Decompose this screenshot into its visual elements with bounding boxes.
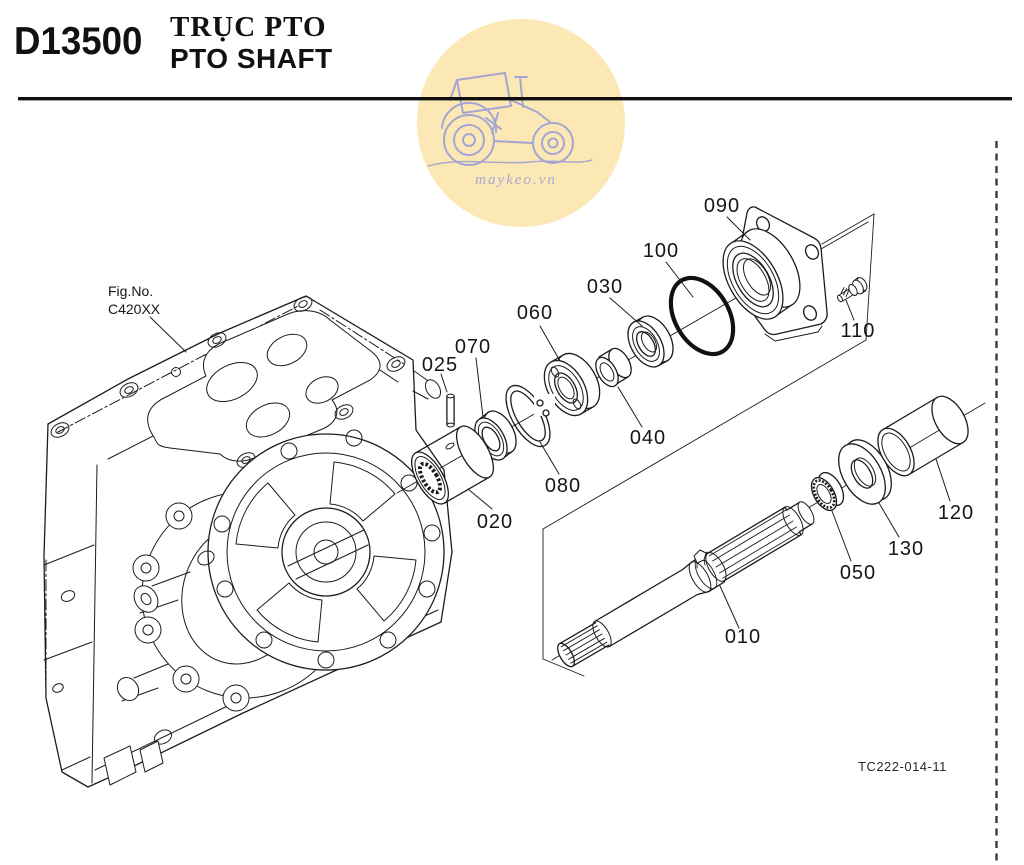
leader-lines bbox=[440, 216, 951, 629]
fig-no-label: Fig.No. bbox=[108, 283, 153, 299]
page-title-english: PTO SHAFT bbox=[170, 43, 333, 74]
part-label-030: 030 bbox=[587, 276, 623, 298]
watermark-text: maykeo.vn bbox=[475, 172, 557, 188]
flywheel-face bbox=[207, 429, 445, 671]
part-040-collar bbox=[595, 347, 632, 388]
part-label-070: 070 bbox=[455, 336, 491, 358]
watermark: maykeo.vn bbox=[417, 19, 625, 227]
part-080-snap-ring bbox=[505, 384, 555, 448]
drawing-code: TC222-014-11 bbox=[858, 759, 947, 774]
part-130-washer bbox=[838, 439, 892, 505]
part-label-090: 090 bbox=[704, 195, 740, 217]
part-label-010: 010 bbox=[725, 626, 761, 648]
part-060-bearing bbox=[543, 352, 601, 417]
part-label-100: 100 bbox=[643, 240, 679, 262]
part-label-080: 080 bbox=[545, 475, 581, 497]
group-boundary-frame bbox=[542, 213, 875, 677]
part-025-pin bbox=[446, 393, 455, 428]
tractor-sketch-icon bbox=[427, 72, 593, 167]
part-label-120: 120 bbox=[938, 502, 974, 524]
part-090-housing bbox=[722, 206, 828, 342]
part-110-bolt bbox=[837, 277, 868, 303]
fig-no-value: C420XX bbox=[108, 301, 161, 317]
part-100-o-ring bbox=[668, 275, 736, 357]
header-rule bbox=[18, 97, 1012, 101]
part-label-050: 050 bbox=[840, 562, 876, 584]
part-030-seal bbox=[627, 315, 674, 368]
part-010-shaft bbox=[557, 501, 815, 668]
part-label-025: 025 bbox=[422, 354, 458, 376]
part-020-sleeve bbox=[410, 425, 495, 505]
part-120-cover bbox=[877, 395, 969, 477]
part-label-060: 060 bbox=[517, 302, 553, 324]
watermark-circle bbox=[417, 19, 625, 227]
rim-bolt-holes bbox=[50, 296, 406, 468]
part-050-ring bbox=[810, 471, 845, 512]
part-label-130: 130 bbox=[888, 538, 924, 560]
part-label-040: 040 bbox=[630, 427, 666, 449]
page-title-vietnamese: TRỤC PTO bbox=[170, 11, 327, 43]
part-label-020: 020 bbox=[477, 511, 513, 533]
page-code: D13500 bbox=[14, 20, 143, 63]
figure-number: Fig.No. C420XX bbox=[108, 283, 187, 353]
crankcase-drawing bbox=[43, 295, 453, 788]
part-label-110: 110 bbox=[841, 320, 876, 342]
part-labels: 010 020 025 030 040 050 060 070 080 090 … bbox=[422, 195, 974, 648]
fig-no-leader bbox=[149, 316, 187, 353]
